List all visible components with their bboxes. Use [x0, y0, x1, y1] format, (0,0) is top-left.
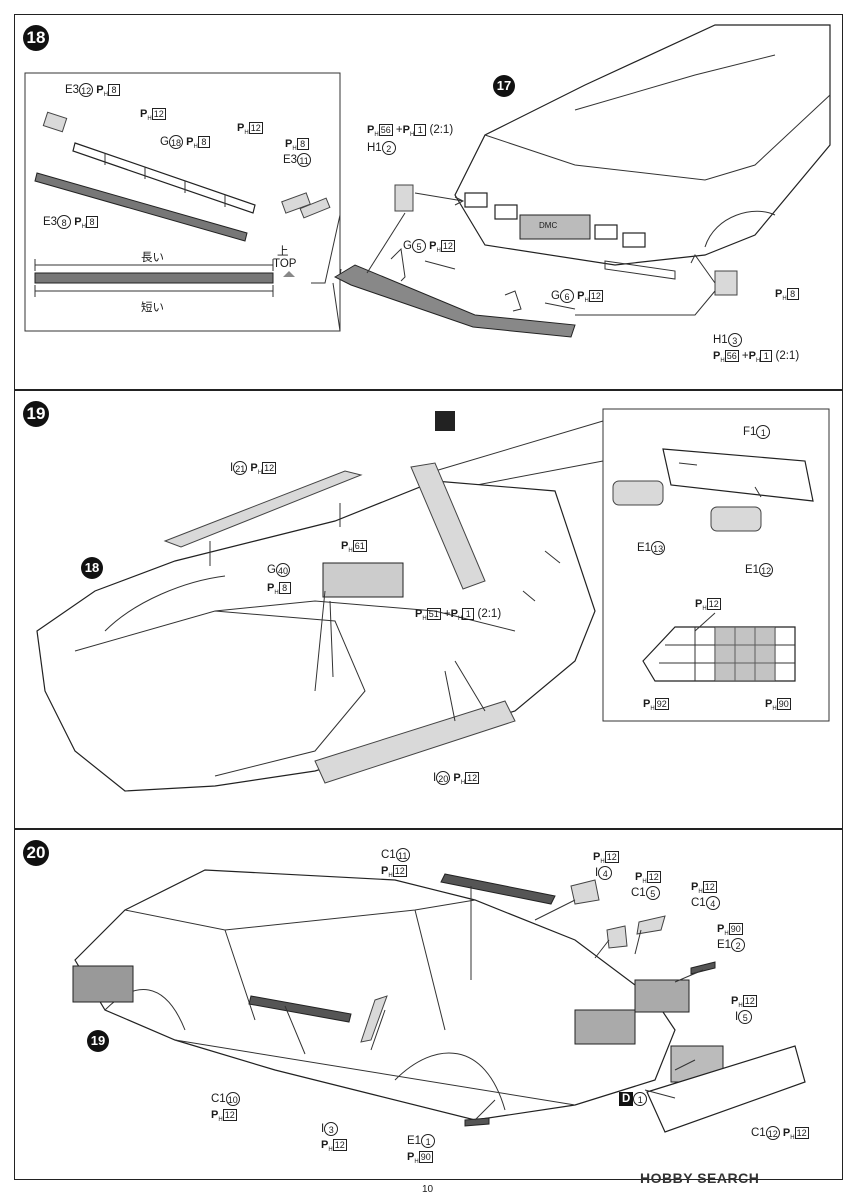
step-number: 20	[23, 840, 49, 866]
label-paint-12-b: PH12	[237, 121, 263, 137]
label-h1-3-mix: PH56 +PH1 (2:1)	[713, 349, 800, 365]
car-body-full	[74, 869, 690, 1121]
step-number: 19	[23, 401, 49, 427]
label-i3-paint: PH12	[321, 1138, 347, 1154]
part-e1-2	[690, 961, 716, 975]
label-top: TOP	[273, 258, 297, 270]
part-i21	[163, 470, 363, 548]
part-g6	[504, 290, 522, 312]
bumper-grille	[333, 264, 576, 338]
label-e1-1-paint: PH90	[407, 1150, 433, 1166]
grille-mesh-part	[34, 172, 331, 242]
label-paint-12-a: PH12	[140, 107, 166, 123]
label-long: 長い	[141, 252, 164, 264]
part-i3	[360, 995, 388, 1043]
reference-step-number: 18	[81, 557, 103, 579]
label-h1-2-mix: PH56 +PH1 (2:1)	[367, 123, 454, 139]
watermark: HOBBY SEARCH	[640, 1170, 760, 1186]
label-top-kanji: 上	[277, 246, 289, 258]
label-mix: PH51 +PH1 (2:1)	[415, 607, 502, 623]
part-i4	[570, 879, 600, 905]
step-18-drawing	[24, 24, 831, 338]
label-c1-11-paint: PH12	[381, 864, 407, 880]
step-19-drawing	[36, 408, 830, 792]
part-c1-4	[636, 915, 666, 935]
part-rear-panel	[72, 965, 134, 1003]
page-number: 10	[421, 1184, 434, 1195]
step-number: 18	[23, 25, 49, 51]
inset-box	[24, 72, 341, 332]
reference-step-number: 19	[87, 1030, 109, 1052]
part-c1-11	[440, 873, 556, 905]
label-c1-5-paint: PH12	[635, 870, 661, 886]
part-c1-10	[248, 995, 352, 1023]
dmc-logo-text: DMC	[539, 221, 558, 230]
label-c1-4-paint: PH12	[691, 880, 717, 896]
part-e1-13	[612, 480, 664, 506]
part-e1-12	[710, 506, 762, 532]
label-e1-2-paint: PH90	[717, 922, 743, 938]
inset-box	[602, 408, 830, 722]
paint-mark-icon	[435, 411, 455, 431]
label-i5-paint: PH12	[731, 994, 757, 1010]
part-vent-panel	[642, 626, 796, 682]
part-i20	[314, 700, 516, 784]
label-g40-paint: PH8	[267, 581, 291, 600]
chassis-body	[36, 480, 596, 792]
step-20-drawing	[72, 869, 806, 1133]
label-inset-paint-12: PH12	[695, 597, 721, 613]
part-e1-1	[464, 1117, 490, 1127]
label-inset-paint-92: PH92	[643, 697, 669, 713]
part-f1	[662, 448, 814, 502]
part-g40	[322, 562, 404, 598]
label-paint-8-c: PH8	[285, 137, 309, 156]
part-g5	[390, 247, 406, 282]
label-i4-paint: PH12	[593, 850, 619, 866]
grille-frame-part	[42, 111, 311, 214]
part-c1-12	[646, 1045, 806, 1133]
part-h1-2	[394, 184, 414, 212]
reference-step-number: 17	[493, 75, 515, 97]
label-c1-10-paint: PH12	[211, 1108, 237, 1124]
part-h1-3	[714, 270, 738, 296]
label-paint-8-h1-3: PH8	[775, 287, 799, 306]
label-paint-61: PH61	[341, 539, 367, 555]
car-front-body	[454, 24, 831, 280]
label-short: 短い	[141, 302, 164, 314]
part-pillar	[410, 462, 486, 590]
part-c1-5	[606, 925, 628, 949]
grille-bar-long	[34, 272, 274, 284]
label-inset-paint-90: PH90	[765, 697, 791, 713]
